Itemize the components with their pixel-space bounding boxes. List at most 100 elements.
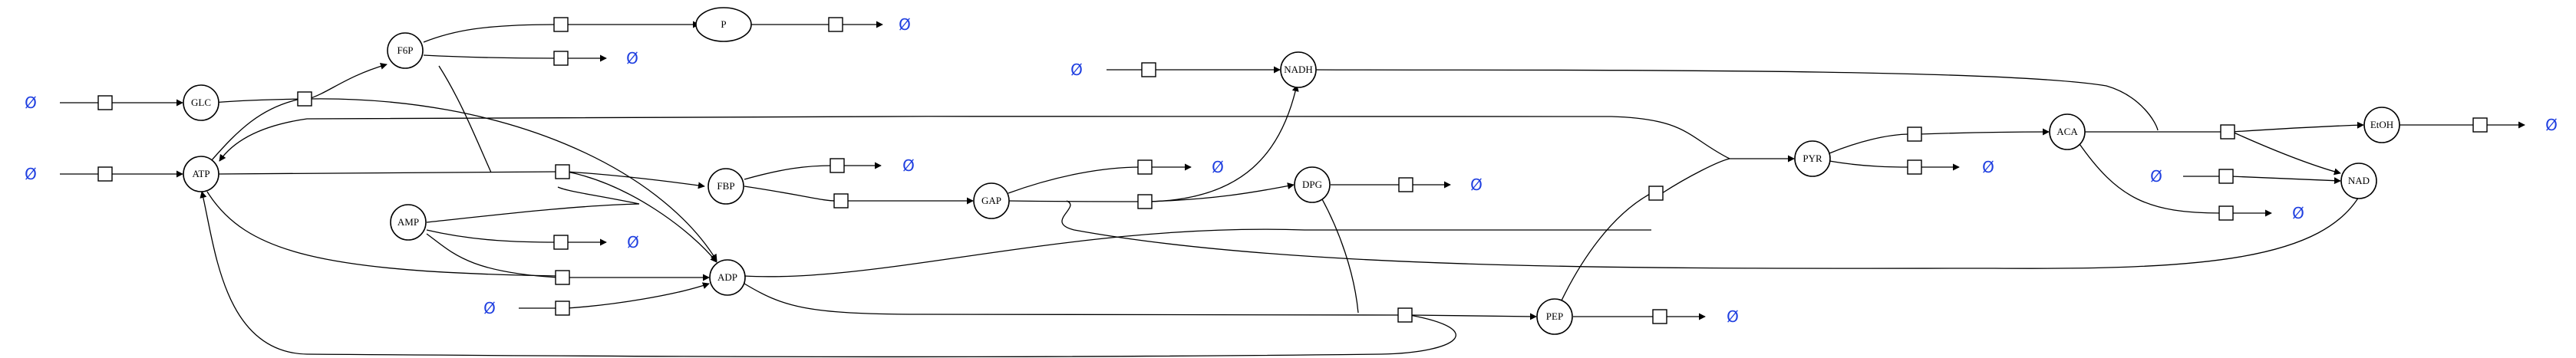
edge-nad-input	[2230, 176, 2341, 185]
empty-set-symbols: Ø Ø Ø Ø Ø Ø Ø Ø Ø Ø Ø Ø Ø Ø Ø	[25, 15, 2558, 326]
edge-adp-to-pk	[744, 228, 1651, 278]
transition-pdc[interactable]	[1907, 126, 1922, 142]
edge-pfk-to-fbp	[566, 171, 705, 189]
transition-f6p-degradation[interactable]	[553, 51, 569, 66]
empty-set-sink-p: Ø	[899, 15, 911, 34]
node-label-glc: GLC	[191, 97, 211, 108]
node-label-fbp: FBP	[717, 180, 734, 192]
transition-pfk[interactable]	[555, 164, 570, 179]
transition-pyr-degradation[interactable]	[1907, 159, 1922, 175]
edge-pdc-to-aca	[1918, 128, 2050, 136]
edge-adp-to-pgk	[744, 283, 1401, 316]
transition-lower-glycolysis[interactable]	[1397, 307, 1413, 323]
edge-hk-to-adp	[308, 98, 717, 261]
node-amp[interactable]: AMP	[390, 204, 427, 241]
transition-etoh-degradation[interactable]	[2472, 117, 2488, 133]
node-nadh[interactable]: NADH	[1280, 51, 1317, 88]
edge-aca-degradation	[2077, 141, 2222, 214]
node-adp[interactable]: ADP	[709, 259, 746, 296]
edge-atp-to-adp	[206, 191, 559, 277]
node-label-amp: AMP	[397, 216, 419, 228]
transition-gap-degradation[interactable]	[1137, 159, 1153, 175]
transition-hexokinase[interactable]	[297, 91, 312, 107]
node-etoh[interactable]: EtOH	[2363, 107, 2400, 143]
node-label-f6p: F6P	[397, 44, 414, 56]
node-label-nadh: NADH	[1284, 64, 1313, 75]
node-label-pyr: PYR	[1803, 153, 1822, 164]
edge-pk-to-atp	[219, 115, 1730, 162]
edge-amp-degradation	[426, 229, 557, 243]
empty-set-source-atp: Ø	[25, 165, 37, 183]
edge-nad-to-gapdh	[1061, 191, 2363, 269]
edge-dpg-to-pgk	[1321, 197, 1359, 314]
edges	[60, 21, 2525, 358]
reaction-transitions	[97, 17, 2488, 324]
transition-nadh-input[interactable]	[1141, 62, 1156, 77]
transition-dpg-degradation[interactable]	[1398, 177, 1413, 192]
node-pyr[interactable]: PYR	[1794, 140, 1831, 177]
transition-pyruvate-kinase[interactable]	[1648, 186, 1664, 201]
node-label-pep: PEP	[1546, 310, 1563, 322]
empty-set-sink-f6p: Ø	[626, 49, 638, 67]
empty-set-sink-gap: Ø	[1212, 158, 1224, 176]
transition-adh[interactable]	[2220, 124, 2235, 140]
empty-set-source-glc: Ø	[25, 94, 37, 112]
node-atp[interactable]: ATP	[183, 156, 219, 192]
node-nad[interactable]: NAD	[2340, 163, 2377, 199]
empty-set-sink-pyr: Ø	[1982, 158, 1994, 176]
empty-set-source-nadh: Ø	[1070, 61, 1083, 79]
node-fbp[interactable]: FBP	[707, 168, 744, 205]
transition-amp-to-adp[interactable]	[555, 270, 570, 285]
node-p[interactable]: P	[695, 7, 752, 42]
edge-adp-input	[566, 282, 710, 309]
node-gap[interactable]: GAP	[973, 182, 1010, 219]
transition-pep-degradation[interactable]	[1652, 309, 1667, 324]
edge-adh-to-etoh	[2231, 121, 2364, 133]
edge-amp-to-adk	[426, 203, 640, 223]
node-label-atp: ATP	[192, 168, 209, 179]
edge-pyr-degradation	[1829, 160, 1911, 168]
transition-aldolase[interactable]	[833, 193, 849, 209]
edge-atp-to-pfk	[217, 171, 559, 175]
edge-f6p-degradation	[423, 54, 557, 59]
edge-pep-to-pk	[1560, 192, 1652, 303]
edge-pgk-to-atp	[200, 191, 1456, 358]
node-glc[interactable]: GLC	[183, 84, 219, 121]
transition-p-degradation[interactable]	[828, 17, 843, 32]
node-f6p[interactable]: F6P	[387, 32, 424, 69]
transition-f6p-to-p[interactable]	[553, 17, 569, 32]
edge-f6p-to-pfk	[438, 65, 492, 173]
transition-aca-degradation[interactable]	[2218, 205, 2234, 221]
edge-pfk-to-adp	[566, 171, 717, 263]
transition-nad-input[interactable]	[2218, 169, 2234, 184]
species-nodes: GLC ATP F6P P AMP FBP ADP GAP	[183, 7, 2400, 335]
edge-fbp-to-ald	[744, 186, 837, 202]
transition-amp-degradation[interactable]	[553, 235, 569, 250]
empty-set-sink-aca: Ø	[2292, 204, 2304, 222]
empty-set-sink-amp: Ø	[627, 233, 639, 251]
transition-atp-input[interactable]	[97, 166, 113, 182]
node-dpg[interactable]: DPG	[1294, 166, 1331, 203]
transition-fbp-degradation[interactable]	[830, 158, 845, 173]
transition-adp-input[interactable]	[555, 301, 570, 316]
transition-gapdh[interactable]	[1137, 194, 1153, 209]
node-label-dpg: DPG	[1302, 179, 1322, 190]
transition-glc-input[interactable]	[97, 95, 113, 110]
empty-set-sink-etoh: Ø	[2545, 116, 2558, 134]
node-label-nad: NAD	[2348, 175, 2370, 186]
node-label-gap: GAP	[981, 195, 1001, 206]
node-pep[interactable]: PEP	[1536, 298, 1573, 335]
edge-nadh-to-adh	[1315, 69, 2159, 131]
edge-gap-to-gapdh	[1008, 200, 1141, 202]
edge-gap-degradation	[1008, 166, 1141, 194]
node-aca[interactable]: ACA	[2049, 113, 2086, 150]
edge-pgk-to-pep	[1409, 313, 1537, 320]
empty-set-sink-fbp: Ø	[902, 156, 915, 175]
empty-set-sink-dpg: Ø	[1470, 176, 1483, 194]
edge-adh-to-nad	[2231, 131, 2341, 176]
edge-glc-to-hk	[213, 98, 302, 103]
edge-pyr-to-pdc	[1829, 133, 1911, 154]
empty-set-sink-pep: Ø	[1727, 307, 1739, 326]
node-label-aca: ACA	[2057, 126, 2078, 137]
